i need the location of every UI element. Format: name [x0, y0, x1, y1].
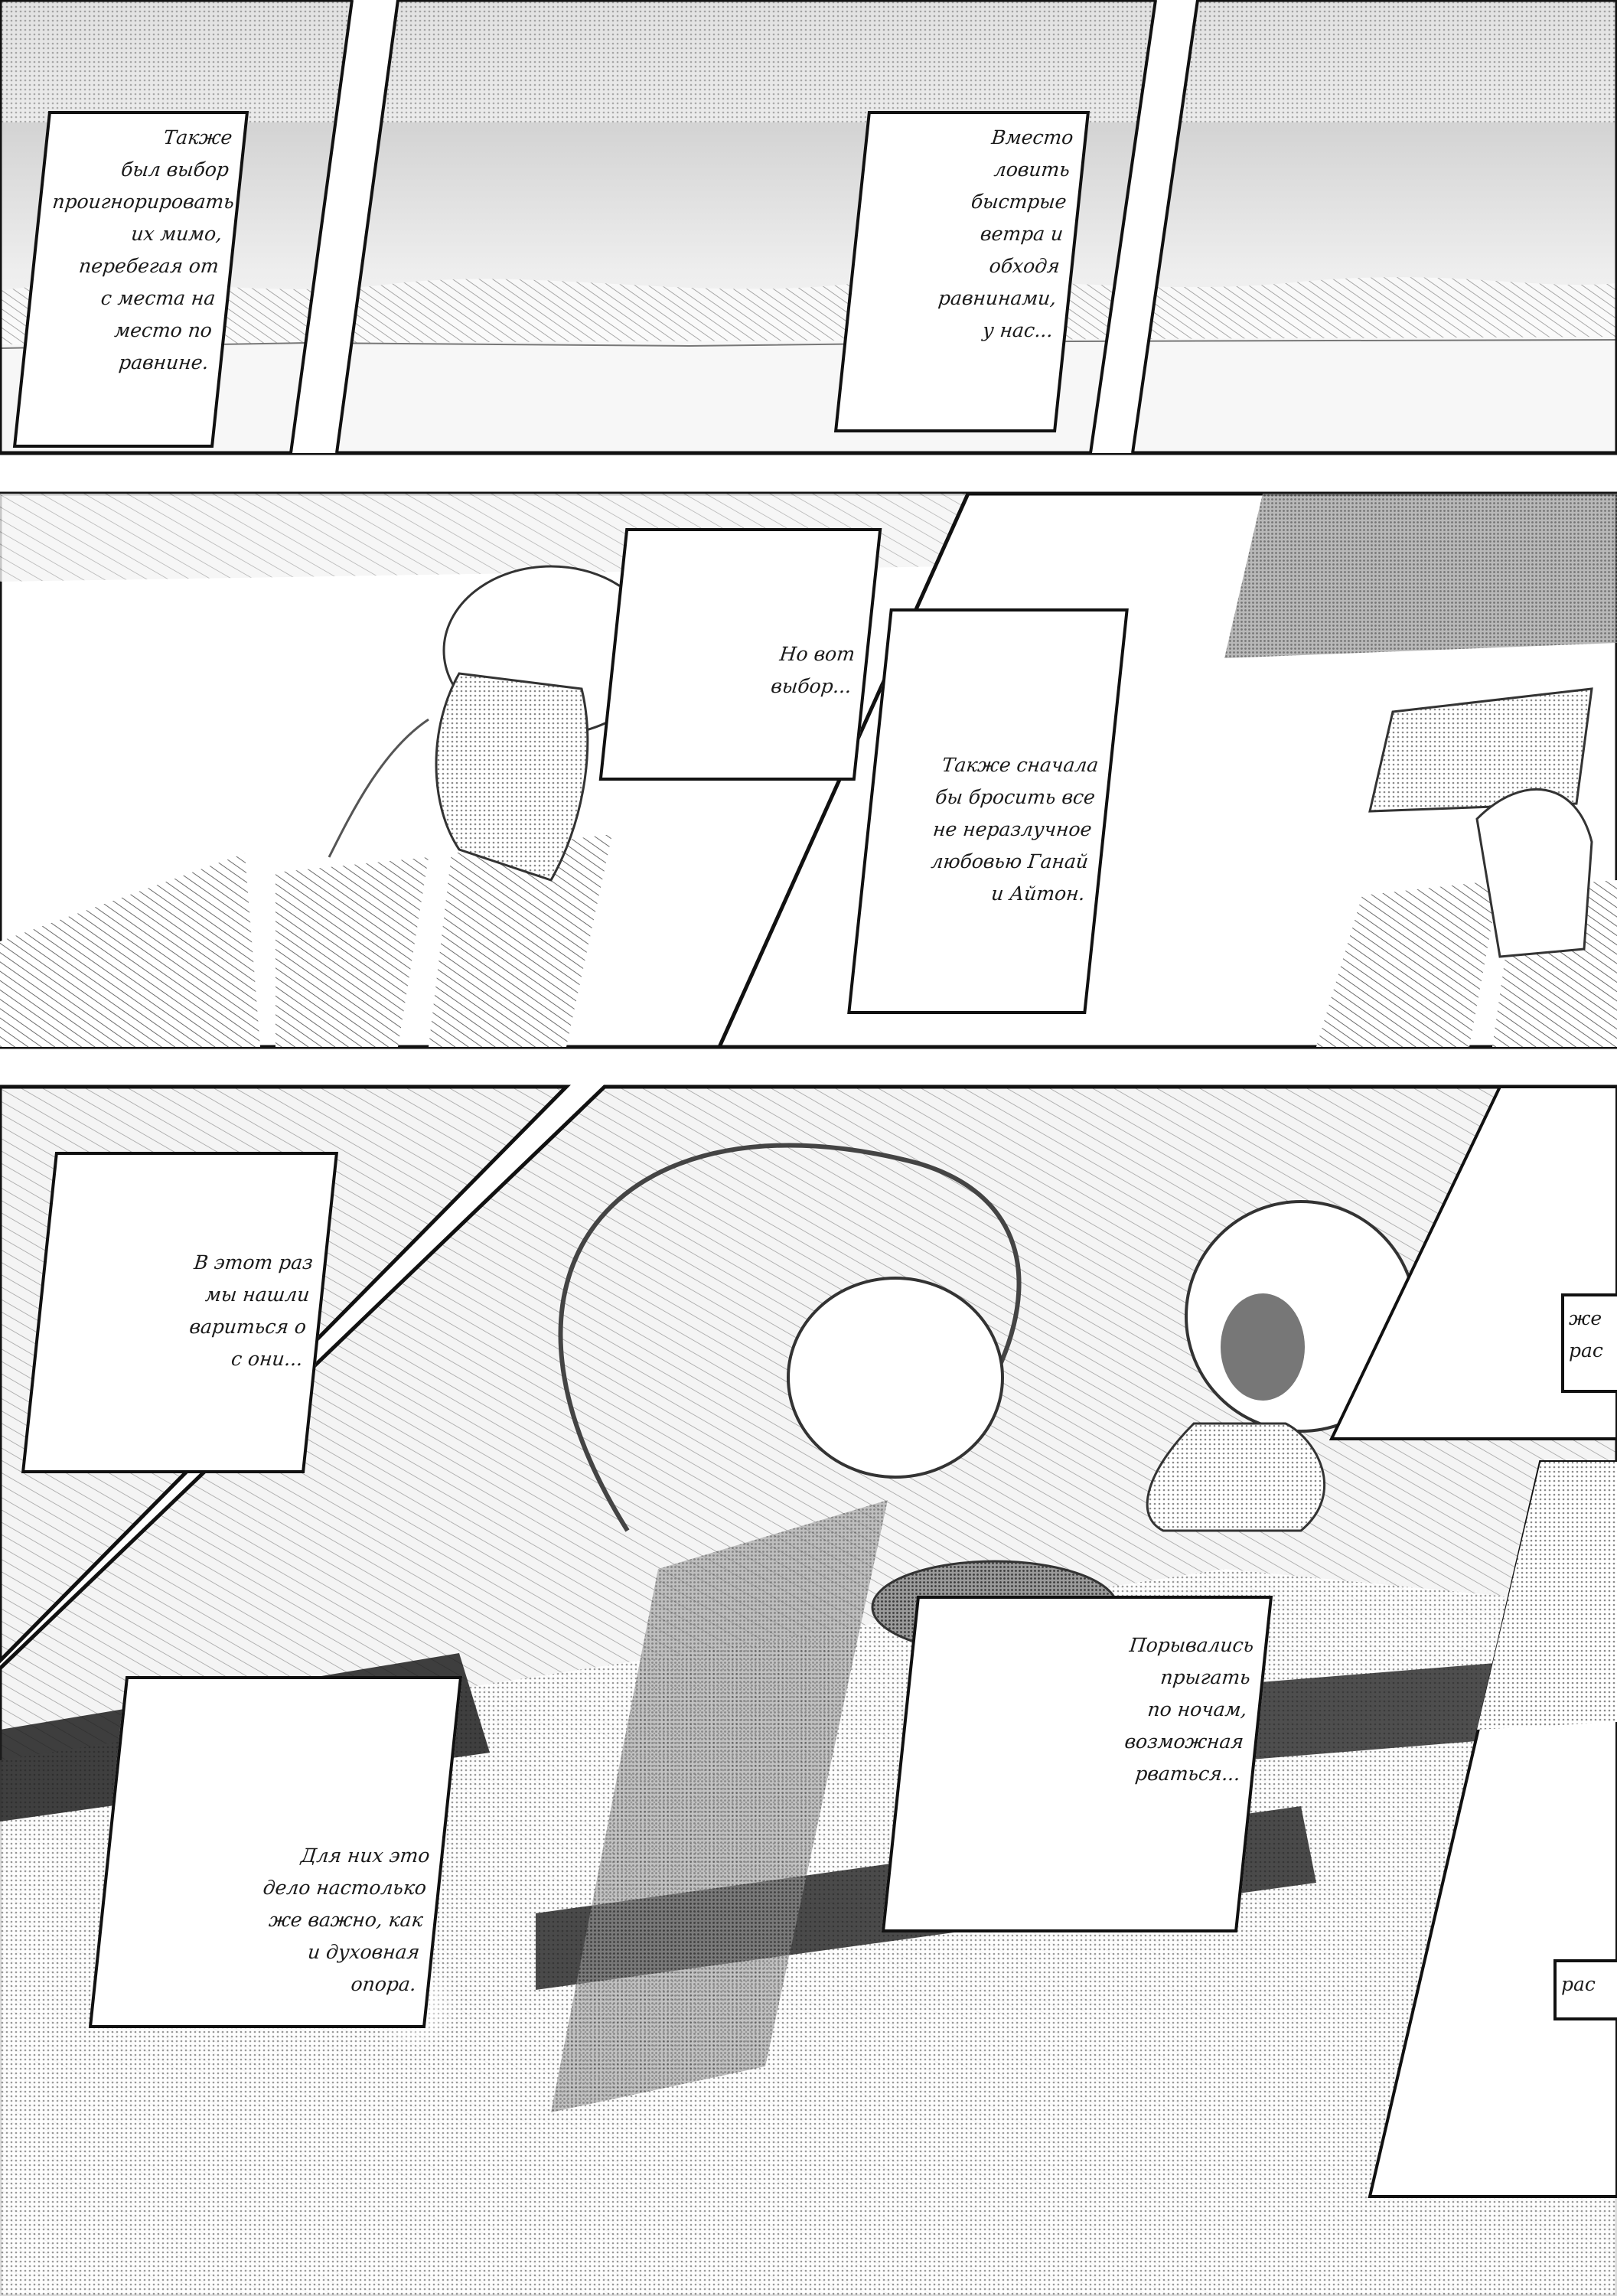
caption-box-7: Порывались прыгать по ночам, возможная р… [881, 1596, 1273, 1932]
caption-line: их мимо, [130, 223, 223, 245]
caption-box-4: Также сначала бы бросить все не неразлуч… [847, 608, 1129, 1014]
caption-line: рас [1569, 1339, 1603, 1362]
caption-line: равнинами, [937, 287, 1058, 309]
caption-line: рас [1561, 1973, 1596, 1995]
caption-box-8: же рас [1561, 1293, 1617, 1393]
caption-box-2: Вместо ловить быстрые ветра и обходя рав… [833, 111, 1090, 432]
caption-box-5: В этот раз мы нашли вариться о с они... [21, 1152, 339, 1473]
caption-line: Также [162, 126, 234, 148]
caption-line: любовью Ганай [930, 850, 1090, 872]
caption-line: и духовная [306, 1941, 421, 1963]
caption-line: Вместо [990, 126, 1074, 148]
caption-line: был выбор [119, 158, 230, 181]
caption-line: рваться... [1133, 1763, 1242, 1785]
caption-line: ветра и [979, 223, 1064, 245]
caption-line: опора. [350, 1973, 418, 1995]
caption-line: выбор... [770, 675, 853, 697]
caption-line: же важно, как [267, 1909, 425, 1931]
caption-line: прыгать [1159, 1666, 1252, 1688]
caption-line: возможная [1123, 1730, 1245, 1753]
caption-line: Но вот [778, 643, 856, 665]
caption-box-9: рас [1553, 1959, 1617, 2020]
caption-line: Также сначала [941, 754, 1100, 776]
caption-line: бы бросить все [934, 786, 1097, 808]
caption-line: по ночам, [1146, 1698, 1249, 1720]
caption-line: вариться о [188, 1316, 308, 1338]
caption-line: Порывались [1128, 1634, 1255, 1656]
caption-line: обходя [988, 255, 1061, 277]
panel-landscape [0, 0, 1617, 455]
caption-line: Для них это [299, 1844, 432, 1867]
caption-line: быстрые [970, 191, 1068, 213]
caption-line: мы нашли [204, 1283, 311, 1306]
caption-line: проигнорировать [51, 191, 236, 213]
caption-line: с они... [230, 1348, 305, 1370]
caption-box-6: Для них это дело настолько же важно, как… [88, 1676, 463, 2028]
caption-box-3: Но вот выбор... [598, 528, 882, 781]
caption-box-1: Также был выбор проигнорировать их мимо,… [12, 111, 249, 448]
caption-line: и Айтон. [989, 882, 1087, 905]
caption-line: не неразлучное [931, 818, 1094, 840]
caption-line: дело настолько [262, 1877, 428, 1899]
caption-line: равнине. [117, 351, 210, 373]
caption-line: место по [113, 319, 214, 341]
caption-line: с места на [99, 287, 217, 309]
caption-line: перебегая от [77, 255, 220, 277]
caption-line: же [1569, 1307, 1602, 1329]
caption-line: ловить [993, 158, 1071, 181]
caption-line: В этот раз [193, 1251, 315, 1274]
caption-line: у нас... [981, 319, 1055, 341]
